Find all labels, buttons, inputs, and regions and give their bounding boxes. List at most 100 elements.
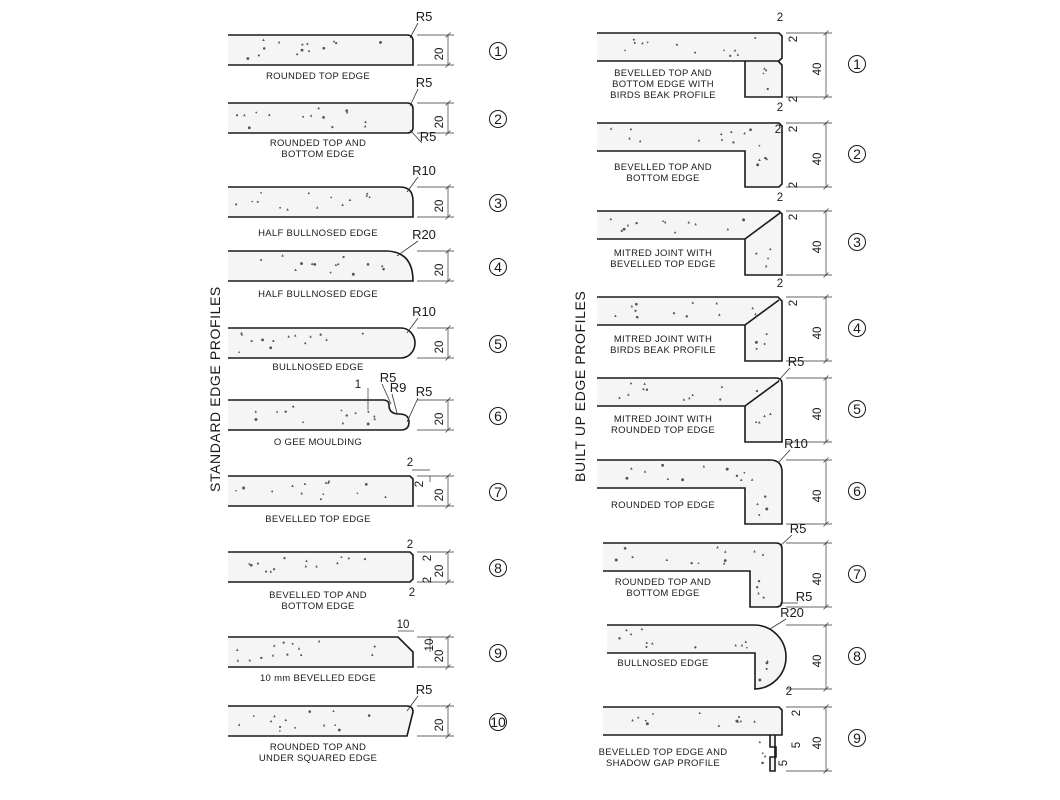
aggregate-speck — [293, 334, 297, 337]
aggregate-speck — [334, 263, 338, 266]
profile-number-circle — [489, 407, 507, 425]
aggregate-speck — [361, 332, 364, 335]
dimension-tick — [445, 32, 451, 68]
aggregate-speck — [340, 409, 343, 412]
small-dimension-label: 2 — [422, 555, 434, 561]
aggregate-speck — [324, 481, 328, 484]
radius-label: R5 — [416, 682, 433, 697]
aggregate-speck — [277, 40, 281, 44]
aggregate-speck — [766, 87, 769, 91]
small-dimension-label: 2 — [777, 192, 783, 204]
profile-caption: BEVELLED TOP AND — [614, 162, 712, 173]
aggregate-speck — [625, 628, 628, 632]
dimension-tick — [823, 540, 829, 610]
aggregate-speck — [322, 723, 326, 727]
aggregate-speck — [235, 114, 239, 117]
aggregate-speck — [754, 312, 757, 316]
small-dimension-label: 2 — [777, 278, 783, 290]
dimension-tick — [445, 549, 451, 585]
aggregate-speck — [260, 258, 263, 262]
aggregate-speck — [758, 420, 761, 424]
slab-section — [228, 34, 414, 66]
small-dimension-label: 1 — [355, 379, 361, 391]
aggregate-speck — [345, 109, 349, 112]
profile-number: 2 — [853, 146, 861, 162]
aggregate-speck — [635, 221, 638, 225]
aggregate-speck — [765, 661, 769, 665]
profile-caption: BEVELLED TOP EDGE — [265, 514, 370, 525]
aggregate-speck — [729, 54, 732, 57]
aggregate-speck — [354, 412, 357, 415]
aggregate-speck — [269, 570, 273, 573]
aggregate-speck — [672, 312, 676, 315]
radius-leader-line — [777, 449, 791, 464]
aggregate-speck — [305, 559, 308, 563]
small-dimension-label: 2 — [788, 36, 800, 42]
aggregate-speck — [694, 51, 697, 54]
small-dimension-label: 2 — [407, 457, 413, 469]
aggregate-speck — [645, 641, 649, 644]
small-dimension-label: 2 — [791, 710, 803, 716]
aggregate-speck — [319, 333, 322, 336]
aggregate-speck — [635, 302, 638, 306]
aggregate-speck — [310, 262, 314, 265]
aggregate-speck — [260, 656, 263, 660]
aggregate-speck — [325, 338, 328, 341]
profile-number: 3 — [494, 195, 502, 211]
aggregate-speck — [687, 220, 691, 224]
aggregate-speck — [351, 272, 355, 276]
aggregate-speck — [761, 761, 764, 765]
aggregate-speck — [763, 754, 767, 758]
radius-label: R10 — [784, 436, 808, 451]
aggregate-speck — [342, 255, 345, 259]
aggregate-speck — [645, 645, 648, 648]
aggregate-speck — [302, 421, 304, 424]
small-dimension-label: 2 — [777, 102, 783, 114]
aggregate-speck — [297, 647, 301, 650]
aggregate-speck — [337, 728, 341, 732]
aggregate-speck — [292, 405, 295, 408]
aggregate-speck — [317, 639, 321, 643]
small-dimension-label: 10 — [397, 619, 410, 631]
small-dimension-label: 2 — [788, 214, 800, 220]
aggregate-speck — [739, 720, 742, 723]
aggregate-speck — [329, 271, 332, 274]
aggregate-speck — [746, 646, 748, 649]
profile-caption: ROUNDED TOP EDGE — [611, 500, 715, 511]
aggregate-speck — [313, 263, 317, 266]
aggregate-speck — [763, 342, 766, 345]
aggregate-speck — [682, 398, 686, 401]
aggregate-speck — [765, 507, 769, 511]
dimension-height-label: 40 — [812, 327, 824, 340]
aggregate-speck — [635, 315, 639, 319]
radius-label: R5 — [416, 384, 433, 399]
radius-label: R5 — [380, 370, 397, 385]
aggregate-speck — [332, 40, 335, 43]
radius-leader-line — [779, 534, 793, 547]
aggregate-speck — [756, 502, 759, 506]
aggregate-speck — [644, 719, 647, 722]
aggregate-speck — [690, 561, 693, 565]
radius-label: R5 — [420, 129, 437, 144]
aggregate-speck — [769, 412, 772, 415]
aggregate-speck — [702, 465, 706, 468]
aggregate-speck — [723, 559, 727, 562]
aggregate-speck — [754, 340, 758, 344]
dimension-tick — [445, 473, 451, 509]
aggregate-speck — [291, 484, 294, 487]
built-up-edge-profiles-title: BUILT UP EDGE PROFILES — [572, 291, 588, 482]
aggregate-speck — [356, 492, 359, 495]
aggregate-speck — [697, 562, 700, 565]
aggregate-speck — [633, 41, 636, 44]
aggregate-speck — [730, 130, 733, 134]
radius-label: R5 — [796, 589, 813, 604]
aggregate-speck — [640, 627, 644, 631]
aggregate-speck — [749, 128, 752, 132]
aggregate-speck — [618, 396, 621, 399]
